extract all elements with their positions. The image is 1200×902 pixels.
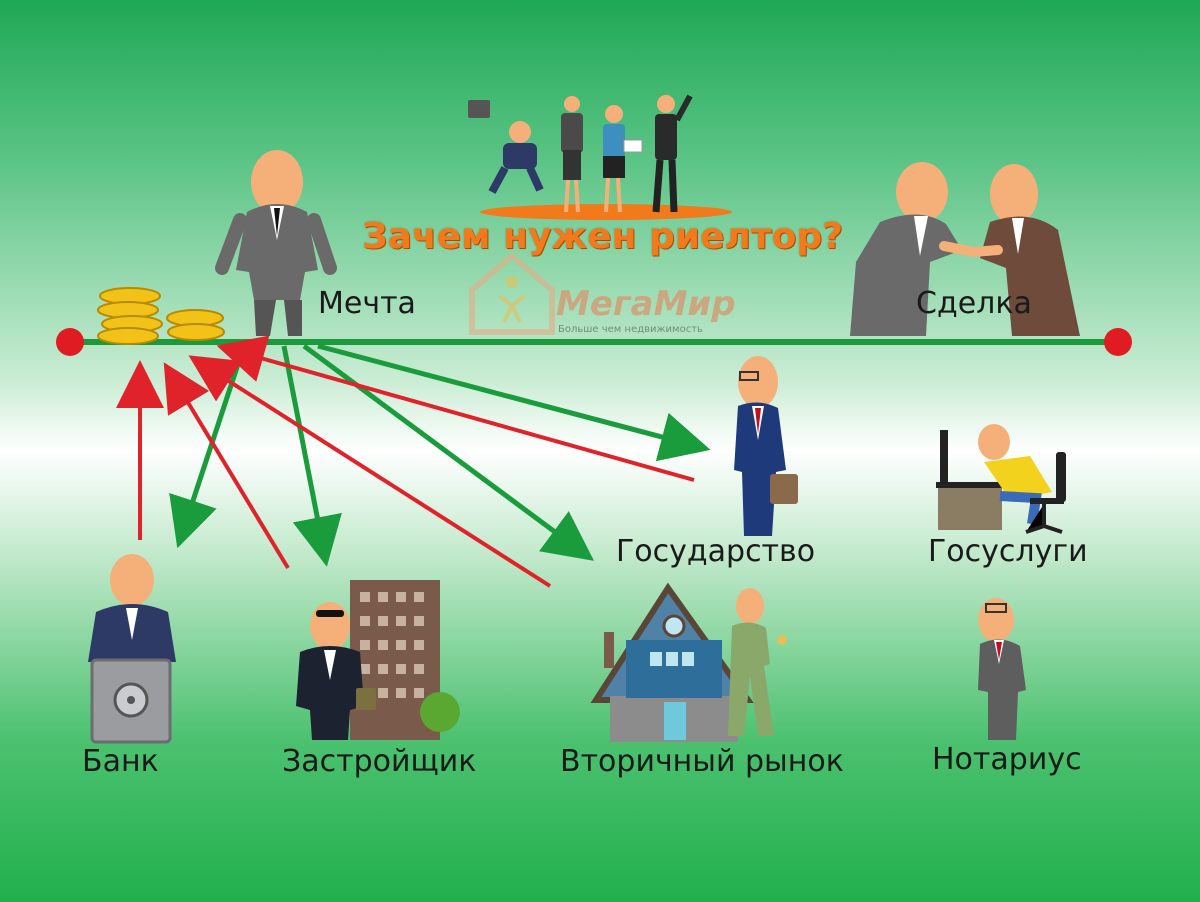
timeline-start-point — [56, 328, 84, 356]
label-state: Государство — [616, 534, 816, 569]
handshake-businessmen-icon — [850, 162, 1080, 336]
logo-tagline: Больше чем недвижимость — [558, 324, 703, 335]
label-bank: Банк — [82, 744, 159, 779]
arrow-to-state — [317, 343, 711, 462]
bank-man-with-safe-icon — [88, 554, 176, 744]
label-secondary-market: Вторичный рынок — [560, 744, 844, 779]
team-people-illustration — [468, 94, 693, 213]
label-dream: Мечта — [318, 286, 416, 321]
computer-user-icon — [936, 424, 1066, 534]
woman-icon — [561, 96, 583, 213]
arrow-from-state — [216, 335, 695, 482]
seller-with-keys-icon — [728, 588, 787, 736]
arrow-to-developer — [281, 345, 342, 567]
arrow-from-developer — [163, 362, 290, 570]
arrow-to-secondary-market — [302, 343, 595, 561]
label-deal: Сделка — [916, 286, 1032, 321]
arrow-from-secondary-market — [188, 355, 552, 588]
gold-coins-icon — [97, 287, 225, 345]
megamir-logo-icon — [469, 252, 555, 335]
arrows-group — [116, 335, 711, 588]
label-gosuslugi: Госуслуги — [928, 534, 1088, 569]
person-jumping-icon — [468, 100, 544, 194]
logo-name: МегаМир — [556, 284, 736, 324]
dream-businessman-icon — [215, 150, 337, 336]
label-notary: Нотариус — [932, 742, 1082, 777]
state-official-icon — [734, 356, 798, 536]
house-icon — [590, 582, 754, 742]
man-pointing-icon — [652, 94, 693, 213]
timeline-end-point — [1104, 328, 1132, 356]
developer-with-building-icon — [296, 580, 460, 740]
woman-with-papers-icon — [603, 105, 643, 213]
page-title: Зачем нужен риелтор? — [362, 216, 843, 257]
label-developer: Застройщик — [282, 744, 477, 779]
notary-icon — [978, 598, 1026, 740]
